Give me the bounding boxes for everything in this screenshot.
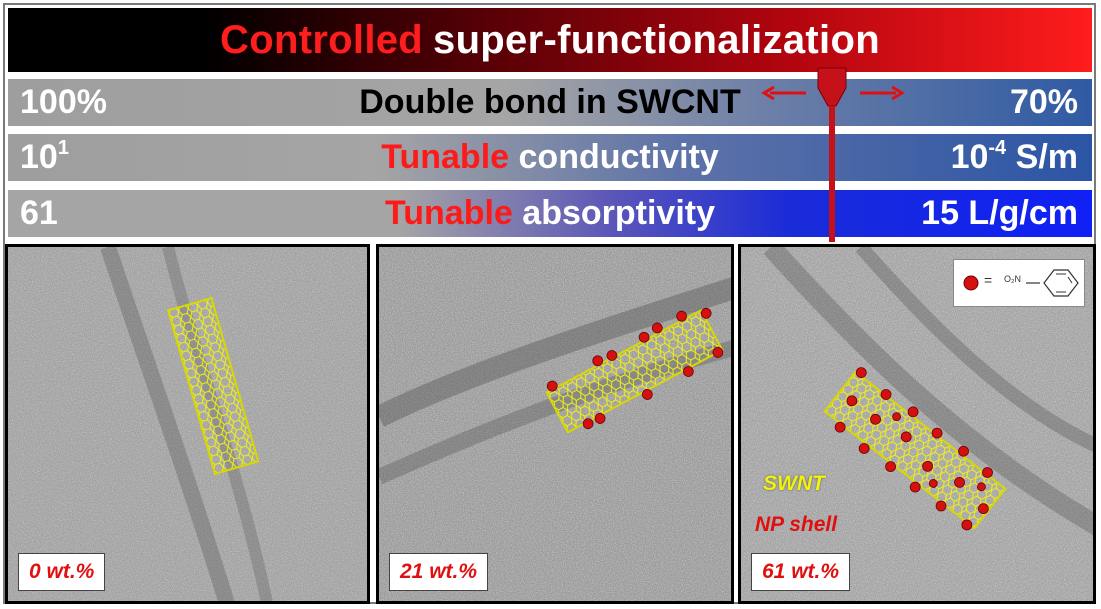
row-conductivity: 101 Tunable conductivity 10-4 S/m (8, 134, 1092, 181)
title-bar: Controlled super-functionalization (8, 8, 1092, 72)
row-conductivity-label: Tunable conductivity (8, 134, 1092, 181)
row-double-bond-right: 70% (1009, 83, 1078, 121)
row-absorptivity-label: Tunable absorptivity (8, 190, 1092, 237)
row-absorptivity-left: 61 (20, 194, 58, 232)
cond-right-exp: -4 (988, 137, 1007, 159)
row-double-bond-label: Double bond in SWCNT (359, 83, 741, 121)
np-sphere-icon (963, 275, 979, 291)
arrow-right-icon (860, 85, 905, 101)
arrow-left-icon (761, 85, 806, 101)
row-double-bond-left: 100% (20, 83, 107, 121)
row-conductivity-right: 10-4 S/m (951, 134, 1078, 181)
abs-text: absorptivity (522, 194, 715, 232)
abs-highlight: Tunable (385, 194, 513, 232)
title-highlight: Controlled (220, 17, 424, 62)
cond-right-unit: S/m (1015, 138, 1078, 176)
row-double-bond: 100% Double bond in SWCNT 70% (8, 79, 1092, 126)
panel-21-label: 21 wt.% (389, 553, 489, 591)
slider-pointer-icon (817, 67, 847, 242)
row-absorptivity-right: 15 L/g/cm (921, 194, 1078, 232)
row-conductivity-left: 101 (20, 134, 69, 181)
annotation-np-shell: NP shell (755, 513, 838, 536)
cond-highlight: Tunable (381, 138, 510, 176)
nitrophenyl-icon (1026, 269, 1079, 297)
tem-panel-61: = O₂N SWNT NP shell 61 wt.% (738, 244, 1096, 604)
tem-image-61 (741, 247, 1093, 601)
legend-group: O₂N (1004, 274, 1021, 284)
legend-equals: = (984, 272, 993, 288)
annotation-swnt: SWNT (763, 472, 825, 495)
cond-left-base: 10 (20, 138, 58, 176)
title-rest: super-functionalization (433, 17, 880, 62)
cond-right-base: 10 (950, 138, 989, 176)
cond-text: conductivity (518, 138, 719, 176)
tem-panel-21: 21 wt.% (376, 244, 734, 604)
tem-image-0 (8, 247, 367, 601)
panel-0-label: 0 wt.% (18, 553, 106, 591)
legend-box: = O₂N (953, 259, 1085, 307)
tem-image-21 (379, 247, 731, 601)
tem-panel-0: 0 wt.% (5, 244, 370, 604)
row-absorptivity: 61 Tunable absorptivity 15 L/g/cm (8, 190, 1092, 237)
cond-left-exp: 1 (57, 137, 69, 159)
panel-61-label: 61 wt.% (751, 553, 851, 591)
